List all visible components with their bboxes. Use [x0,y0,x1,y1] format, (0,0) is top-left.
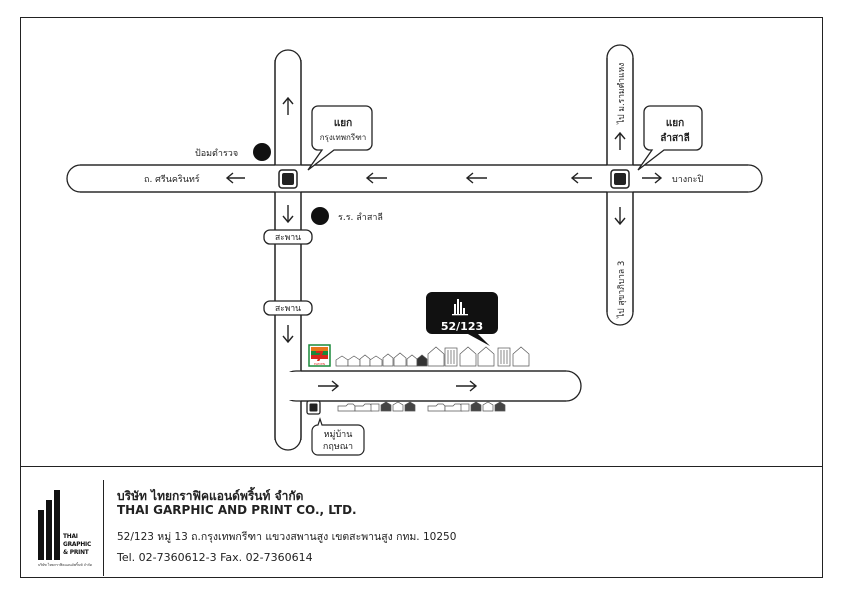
logo-company-small: บริษัท ไทยกราฟิคแอนด์พริ้นท์ จำกัด [38,563,93,567]
bridge-marker-2: สะพาน [263,300,313,316]
houses-row-north [335,346,530,367]
company-address: 52/123 หมู่ 13 ถ.กรุงเทพกรีฑา แขวงสพานสู… [117,531,457,543]
village-label-line1: หมู่บ้าน [324,429,353,440]
label-road-sukhaphiban3: ไป สุขาภิบาล 3 [616,261,627,319]
arrow-right-soi-1 [318,380,340,392]
arrow-left-main-1 [365,172,387,184]
company-name-thai: บริษัท ไทยกราฟิคแอนด์พริ้นท์ จำกัด [117,489,304,503]
logo-word-print: & PRINT [63,548,89,556]
logo-word-thai: THAI [63,532,78,540]
junction-label-line2: ลำสาลี [660,132,690,144]
logo-word-graphic: GRAPHIC [63,540,92,548]
junction-label-line1: แยก [666,118,684,129]
arrow-down-right-road [614,207,626,226]
village-label-line2: กฤษณา [323,442,353,452]
police-box-marker [253,143,271,161]
bridge-marker-1: สะพาน [263,229,313,245]
houses-row-south [337,401,506,412]
arrow-left-main-3 [570,172,592,184]
label-road-bangkapi: บางกะปิ [672,174,703,185]
svg-text:7: 7 [315,350,324,365]
label-road-ramkhamhaeng: ไป ม.รามคำแหง [616,63,627,125]
arrow-down-left-road-1 [282,205,294,224]
map-frame [20,17,823,578]
company-name-english: THAI GARPHIC AND PRINT CO., LTD. [117,503,357,517]
logo-wordmark: THAI GRAPHIC & PRINT [63,532,91,556]
arrow-left-main-2 [465,172,487,184]
arrow-right-bangkapi [642,172,663,184]
school-marker [311,207,329,225]
traffic-light-lamsali [610,169,630,189]
soi-entrance-marker [306,400,321,415]
arrow-right-soi-2 [456,380,478,392]
destination-marker: 52/123 [426,292,498,346]
destination-address: 52/123 [441,320,483,333]
traffic-light-krungthep-kreetha [278,169,298,189]
callout-junction-krungthep-kreetha: แยก กรุงเทพกรีฑา [307,105,373,171]
bridge-label: สะพาน [275,304,301,314]
seven-eleven-logo: 7 ELEVEN [308,344,331,367]
arrow-left-srinakarin [225,172,245,184]
arrow-up-right-road [614,131,626,150]
junction-label-line2: กรุงเทพกรีฑา [320,133,367,142]
seven-eleven-label: ELEVEN [314,362,325,366]
company-phone: Tel. 02-7360612-3 Fax. 02-7360614 [117,551,313,564]
bridge-label: สะพาน [275,233,301,243]
label-school: ร.ร. ลำสาลี [338,212,383,223]
company-logo [38,490,60,560]
arrow-down-left-road-2 [282,325,294,344]
arrow-up-left-road [282,96,294,115]
callout-village: หมู่บ้าน กฤษณา [311,417,365,456]
road-edges [80,58,748,440]
junction-label-line1: แยก [334,118,352,129]
destination-logo-icon [452,299,468,316]
callout-junction-lamsali: แยก ลำสาลี [637,105,703,171]
label-road-srinakarin: ถ. ศรีนครินทร์ [144,173,200,185]
label-police-box: ป้อมตำรวจ [195,148,238,159]
direction-arrows [225,96,663,392]
